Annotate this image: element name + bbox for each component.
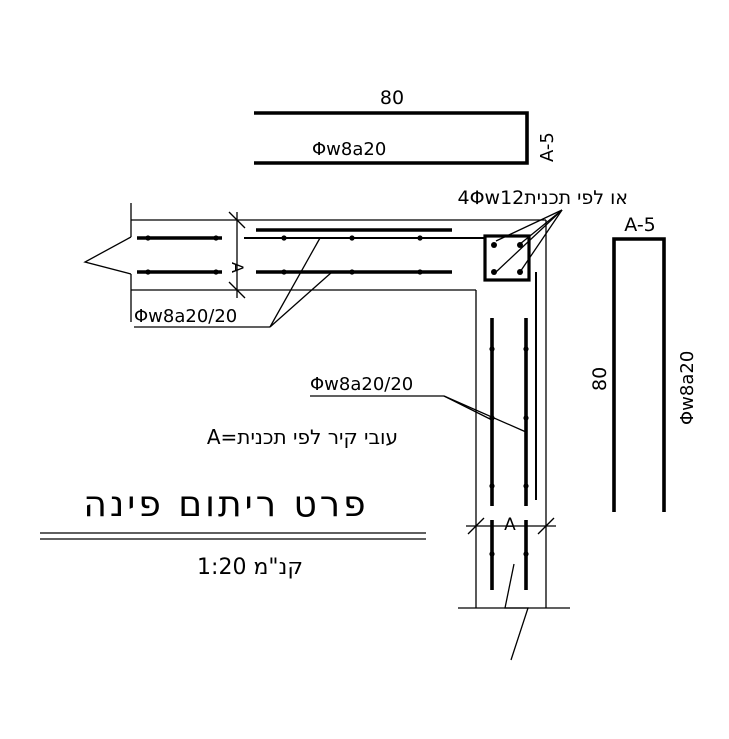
corner-column — [483, 234, 531, 282]
bar-schedule-right: A-5 80 Φw8a20 — [589, 214, 698, 512]
corner-note: 4Φw12או לפי תכנית — [457, 187, 628, 273]
bar-schedule-top: 80 Φw8a20 A-5 — [254, 87, 558, 165]
vertical-bars-label: Φw8a20/20 — [310, 374, 527, 433]
vertical-wall-reinforcement — [489, 272, 537, 590]
bar-right-length: 80 — [589, 367, 611, 391]
wall-thickness-legend: A=עובי קיר לפי תכנית — [207, 425, 398, 449]
bar-top-spec: Φw8a20 — [312, 139, 386, 160]
vertical-bars-spec: Φw8a20/20 — [310, 374, 413, 395]
corner-note-text: 4Φw12או לפי תכנית — [457, 187, 628, 209]
horizontal-bars-spec: Φw8a20/20 — [134, 306, 237, 327]
dimension-a-vertical-wall: A — [466, 515, 556, 535]
bar-right-mark: A-5 — [624, 214, 656, 236]
dimension-a-top-label: A — [228, 262, 247, 273]
dimension-a-horizontal-wall: A — [228, 211, 247, 299]
wall-outline — [83, 203, 570, 661]
bar-top-length: 80 — [380, 87, 404, 109]
bar-top-mark: A-5 — [537, 132, 558, 162]
horizontal-bars-label: Φw8a20/20 — [134, 237, 333, 328]
drawing-title: פרט ריתום פינה — [83, 484, 368, 525]
dimension-a-bottom-label: A — [504, 515, 516, 535]
bar-right-spec: Φw8a20 — [677, 351, 698, 425]
drawing-scale: קנ"מ 1:20 — [197, 555, 303, 580]
horizontal-wall-reinforcement — [137, 228, 485, 275]
